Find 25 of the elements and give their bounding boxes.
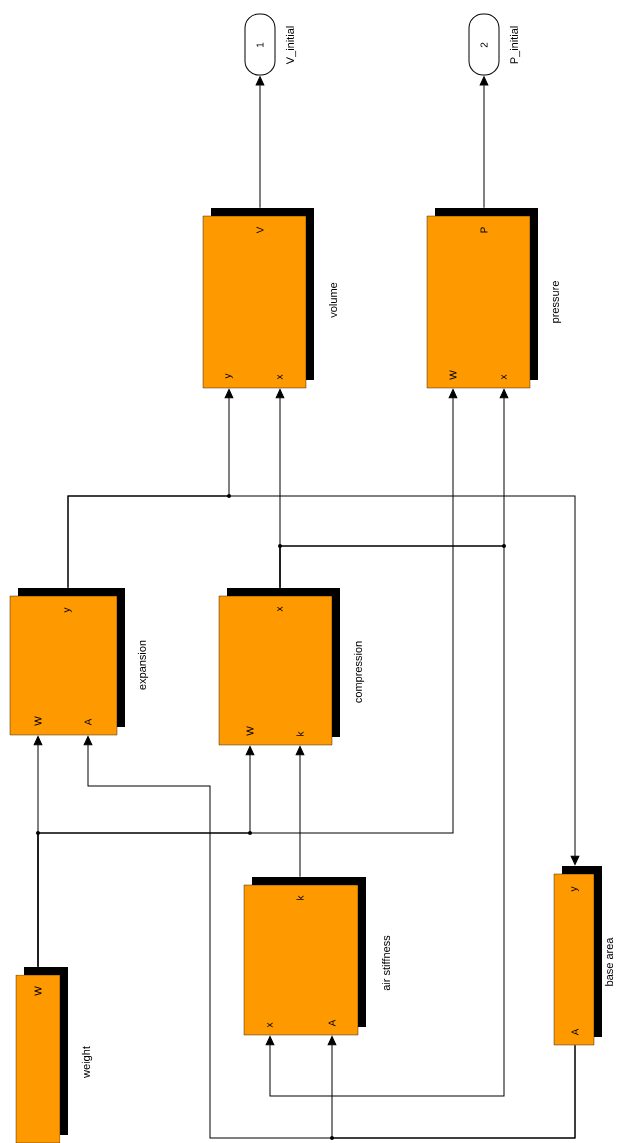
node-label: base area <box>604 937 614 986</box>
node-label: air stiffness <box>381 935 391 991</box>
signal-line <box>67 495 580 866</box>
signal-line <box>37 388 458 968</box>
signal-line <box>255 76 265 209</box>
signal-line <box>265 545 505 1097</box>
output-port: 2 P_initial <box>468 13 521 76</box>
subsystem-block: volume y x V <box>202 208 338 389</box>
node-label: volume <box>328 282 338 318</box>
subsystem-block: weight W <box>15 967 93 1143</box>
subsystem-block: expansion W A y <box>9 588 149 736</box>
signal-line <box>295 745 305 878</box>
subsystem-block: compression W k x <box>218 588 365 746</box>
output-port: 1 V_initial <box>244 13 297 76</box>
signal-line <box>83 735 576 1139</box>
node-label: compression <box>353 641 365 703</box>
signal-line <box>479 76 489 209</box>
node-label: pressure <box>552 281 562 323</box>
subsystem-block: pressure W x P <box>426 208 562 389</box>
node-label: weight <box>81 1046 93 1078</box>
node-label: V_initial <box>285 26 297 65</box>
node-label: expansion <box>137 640 149 690</box>
node-label: P_initial <box>509 26 521 64</box>
subsystem-block: air stiffness x A k <box>243 877 391 1036</box>
subsystem-block: base area A y <box>553 866 614 1046</box>
